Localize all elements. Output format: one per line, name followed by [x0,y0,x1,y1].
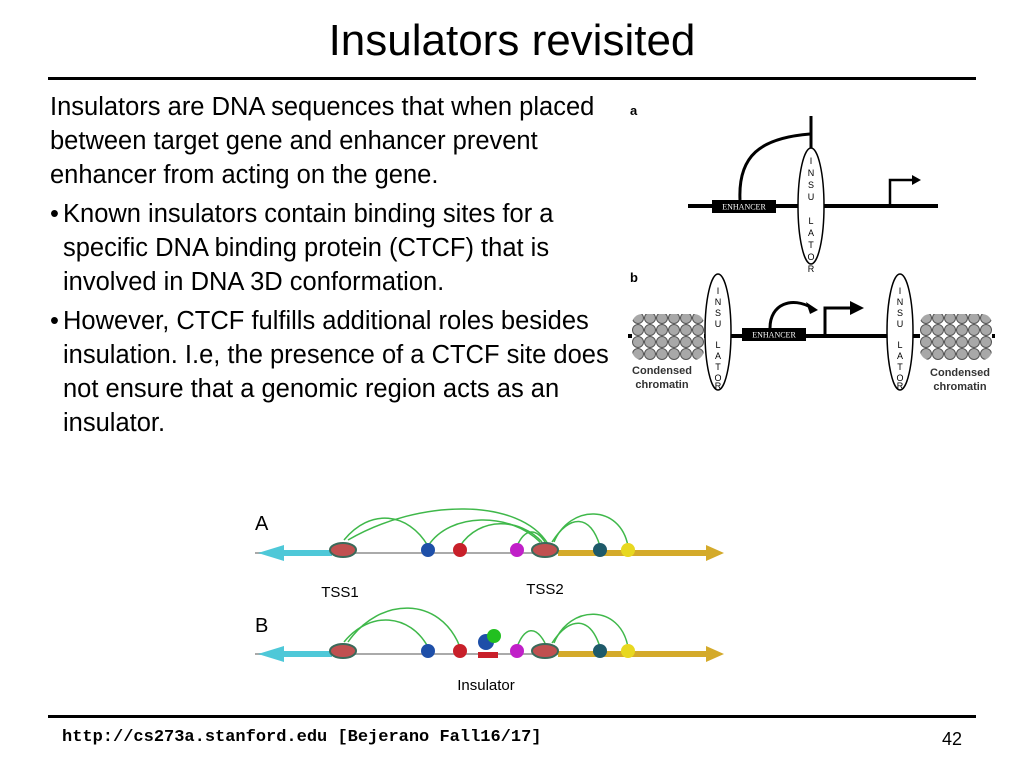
insulator-letter: U [808,192,815,202]
insulator-ellipse [886,273,914,391]
teal-element-icon [593,543,607,557]
magenta-element-icon [510,644,524,658]
insulator-ellipse [704,273,732,391]
insulator-letter: O [714,373,721,383]
insulator-letters: I N S U L A T O R [714,286,721,391]
condensed-chromatin-label: chromatin [933,381,986,393]
panel-a-label: a [630,103,638,118]
arrow-head-icon [912,175,921,185]
enhancer-label: ENHANCER [752,331,796,340]
insulator-letter: R [897,381,904,391]
arrow-head-icon [806,302,818,314]
insulator-letter: I [899,286,902,296]
insulator-site [478,652,498,658]
interaction-arcs [343,607,629,648]
footer-divider [48,715,976,718]
insulator-letter: O [807,252,814,262]
insulator-letter: S [808,180,814,190]
yellow-element-icon [621,644,635,658]
blocked-enhancer-arc [738,132,811,201]
red-element-icon [453,543,467,557]
bullet-text: Known insulators contain binding sites f… [63,200,554,296]
promoter-arrow [888,178,912,206]
condensed-chromatin-label: Condensed [930,367,990,379]
panel-b-label: b [630,270,638,285]
bullet-glyph: • [50,307,59,335]
intro-paragraph: Insulators are DNA sequences that when p… [50,93,595,189]
gold-arrow-head-icon [706,545,724,561]
ctcf-green-icon [487,629,501,643]
tss-diagram: A TSS1 TSS2 B Insulator [255,508,724,694]
insulator-letter: U [715,319,722,329]
tss2-promoter-icon [531,542,559,558]
insulator-letter: S [715,308,721,318]
tss1-promoter-icon [329,542,357,558]
condensed-chromatin-right [920,314,992,360]
condensed-chromatin-left [632,314,704,360]
gold-arrow-head-icon [706,646,724,662]
promoter-arrow [823,306,852,336]
insulator-letter: T [715,362,721,372]
insulator-letter: L [808,216,813,226]
title-divider [48,77,976,80]
enhancer-box [712,200,776,213]
insulator-letter: A [715,351,721,361]
insulator-letter: R [715,381,722,391]
red-element-icon [453,644,467,658]
insulator-letter: O [896,373,903,383]
yellow-element-icon [621,543,635,557]
tss2-label: TSS2 [526,581,564,598]
insulator-letter: T [897,362,903,372]
page-number: 42 [941,729,962,749]
tss1-promoter-icon [329,643,357,659]
tss1-label: TSS1 [321,584,359,601]
insulator-letter: R [808,264,815,274]
panel-A-label: A [255,513,269,535]
condensed-chromatin-label: Condensed [632,365,692,377]
insulator-letter: L [897,340,902,350]
insulator-letter: N [808,168,815,178]
enhancer-arc [768,301,813,329]
insulator-letter: L [715,340,720,350]
condensed-chromatin-label: chromatin [635,379,688,391]
arrow-head-icon [850,301,864,315]
cyan-arrow-head-icon [258,545,284,561]
teal-element-icon [593,644,607,658]
insulator-letter: T [808,240,814,250]
insulator-letters: I N S U L A T O R [896,286,903,391]
panel-B-label: B [255,615,268,637]
enhancer-box [742,328,806,341]
blue-element-icon [421,644,435,658]
insulator-letter: A [808,228,814,238]
cyan-arrow-shaft [280,550,332,556]
bullet-item: • Known insulators contain binding sites… [50,197,620,299]
insulator-letter: N [897,297,904,307]
tss2-promoter-icon [531,643,559,659]
insulator-letter: A [897,351,903,361]
insulator-ellipse [797,147,825,265]
magenta-element-icon [510,543,524,557]
cyan-arrow-head-icon [258,646,284,662]
enhancer-label: ENHANCER [722,203,766,212]
bullet-glyph: • [50,200,59,228]
blue-element-icon [421,543,435,557]
interaction-arcs [343,508,629,547]
insulator-letter: I [810,156,813,166]
cyan-arrow-shaft [280,651,332,657]
insulator-letter: S [897,308,903,318]
insulator-letter: I [717,286,720,296]
bullet-item: • However, CTCF fulfills additional role… [50,304,620,440]
insulator-label: Insulator [457,677,515,694]
insulator-letter: N [715,297,722,307]
bullet-text: However, CTCF fulfills additional roles … [63,307,609,437]
slide-body: Insulators are DNA sequences that when p… [50,90,620,440]
insulator-letter: U [897,319,904,329]
insulator-letters: I N S U L A T O R [807,156,814,274]
slide-title: Insulators revisited [328,16,696,65]
footer-url: http://cs273a.stanford.edu [Bejerano Fal… [62,728,542,747]
insulator-diagram: a ENHANCER I N S U L A T O R b ENHANCER … [628,103,995,393]
